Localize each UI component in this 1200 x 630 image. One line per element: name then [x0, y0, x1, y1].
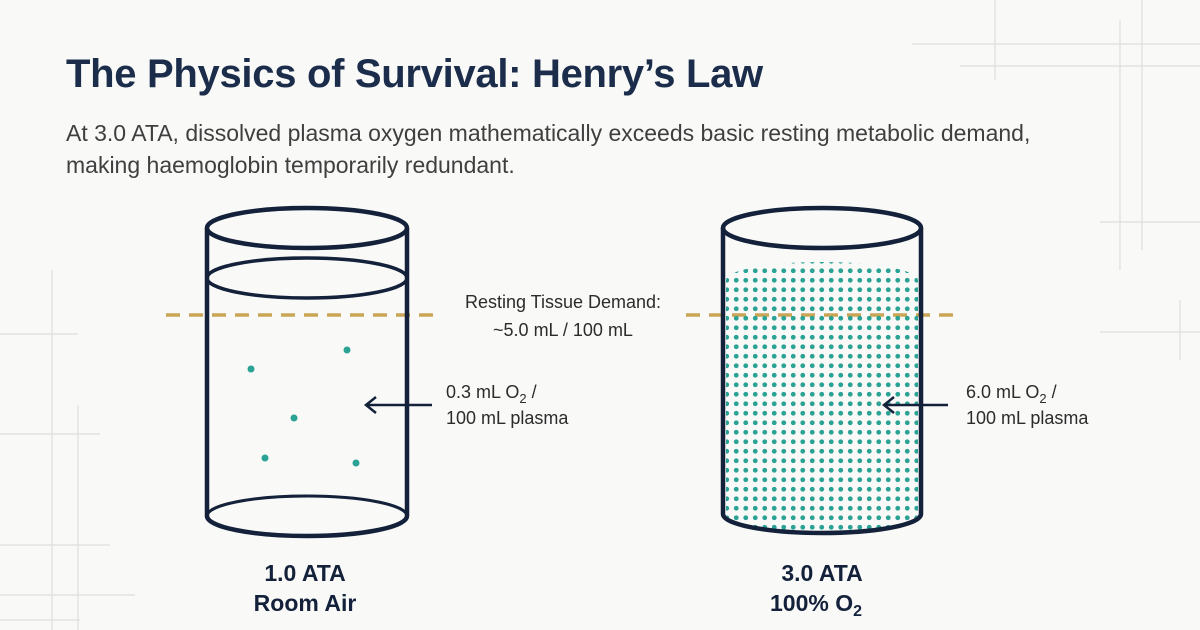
right-unit-label: 100 mL plasma [966, 408, 1089, 428]
left-value-label: 0.3 mL O2 / [446, 382, 537, 406]
page-subtitle: At 3.0 ATA, dissolved plasma oxygen math… [66, 120, 1031, 178]
right-caption-line2: 100% O2 [770, 590, 862, 620]
right-cylinder-dots [726, 262, 918, 532]
left-cylinder-bottom-back [205, 494, 409, 517]
right-cylinder [720, 205, 924, 536]
left-arrow [363, 396, 432, 414]
right-caption-line1: 3.0 ATA [781, 560, 862, 586]
left-caption-line1: 1.0 ATA [264, 560, 345, 586]
left-unit-label: 100 mL plasma [446, 408, 569, 428]
left-cylinder-liquid-surface [205, 256, 409, 300]
right-value-label: 6.0 mL O2 / [966, 382, 1057, 406]
demand-label-line1: Resting Tissue Demand: [465, 292, 661, 312]
left-caption-line2: Room Air [254, 590, 357, 616]
left-cylinder-dots [247, 346, 360, 467]
right-caption-subscript: 2 [853, 603, 862, 620]
page-title: The Physics of Survival: Henry’s Law [66, 52, 763, 96]
left-value-subscript: 2 [519, 391, 526, 406]
right-arrow [881, 396, 948, 414]
left-cylinder-rim [204, 205, 410, 251]
left-cylinder [204, 205, 410, 539]
left-cylinder-bottom [204, 515, 410, 539]
demand-label-line2: ~5.0 mL / 100 mL [493, 320, 633, 340]
right-value-subscript: 2 [1039, 391, 1046, 406]
